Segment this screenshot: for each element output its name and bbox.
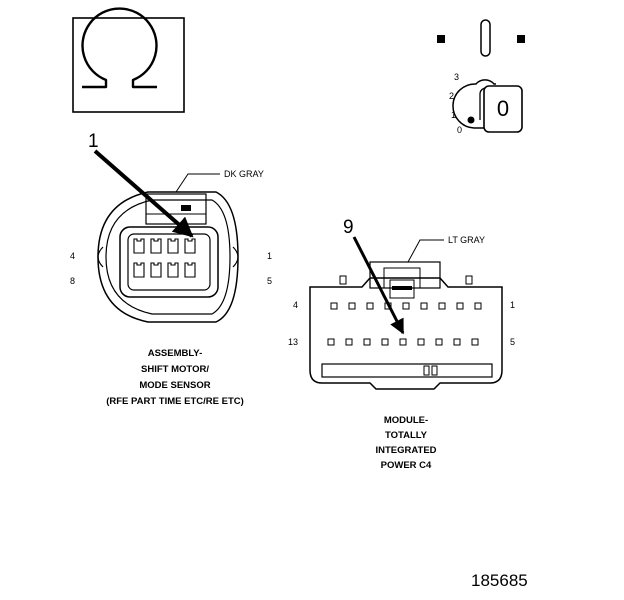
- connector2-terminal: [456, 302, 464, 310]
- connector2-terminal: [471, 338, 479, 346]
- connector1-terminal: [133, 238, 145, 254]
- dk-gray-label: DK GRAY: [224, 169, 264, 179]
- connector1-terminal: [133, 262, 145, 278]
- connector2-terminal: [399, 338, 407, 346]
- connector1-terminals: [133, 238, 196, 278]
- ignition-position-0: 0: [457, 125, 462, 135]
- connector2-caption-line3: INTEGRATED: [375, 445, 436, 456]
- connector2-terminal: [402, 302, 410, 310]
- connector2-terminal: [363, 338, 371, 346]
- connector2-caption-line2: TOTALLY: [385, 430, 428, 441]
- connector2-caption-line4: POWER C4: [381, 460, 432, 471]
- ignition-position-2: 2: [449, 91, 454, 101]
- connector2-terminal: [384, 302, 392, 310]
- connector2-terminals: [327, 302, 482, 346]
- ignition-position-3: 3: [454, 72, 459, 82]
- connector2-terminal: [366, 302, 374, 310]
- lt-gray-label: LT GRAY: [448, 235, 485, 245]
- connector1-pin-4: 4: [70, 251, 75, 261]
- tipm-c4-connector: 9 LT GRAY 4 13 1 5 MODULE- TOTALLY INTEG…: [288, 217, 515, 471]
- connector2-terminal: [348, 302, 356, 310]
- ignition-key-label: 0: [497, 96, 509, 121]
- connector1-terminal: [150, 262, 162, 278]
- connector1-terminal: [167, 262, 179, 278]
- connector1-pin-8: 8: [70, 276, 75, 286]
- connector2-terminal: [438, 302, 446, 310]
- ohmmeter-icon: [72, 7, 185, 113]
- connector1-terminal: [167, 238, 179, 254]
- ignition-position-1: 1: [451, 110, 456, 120]
- connector2-terminal: [453, 338, 461, 346]
- connector2-terminal: [327, 338, 335, 346]
- connector2-pin-1: 1: [510, 300, 515, 310]
- shift-motor-connector: 1 DK GRAY 4 8 1 5 ASSEMBLY- SHIFT MOTOR/…: [70, 131, 272, 407]
- ignition-key-icon: 0 3 2 1 0: [437, 19, 525, 135]
- connector1-caption-line2: SHIFT MOTOR/: [141, 364, 209, 375]
- connector2-terminal: [330, 302, 338, 310]
- connector1-pin-5: 5: [267, 276, 272, 286]
- connector1-caption-line1: ASSEMBLY-: [148, 348, 203, 359]
- connector1-terminal: [150, 238, 162, 254]
- connector2-pin-4: 4: [293, 300, 298, 310]
- connector2-terminal: [435, 338, 443, 346]
- connector2-terminal: [381, 338, 389, 346]
- connector1-terminal: [184, 238, 196, 254]
- connector2-caption-line1: MODULE-: [384, 415, 428, 426]
- connector2-terminal: [345, 338, 353, 346]
- connector1-pin-1: 1: [267, 251, 272, 261]
- figure-number: 185685: [471, 571, 528, 590]
- connector2-terminal: [417, 338, 425, 346]
- connector1-caption-line3: MODE SENSOR: [139, 380, 210, 391]
- connector2-terminal: [420, 302, 428, 310]
- callout-1: 1: [88, 131, 99, 152]
- connector2-pin-13: 13: [288, 337, 298, 347]
- callout-9: 9: [343, 217, 354, 238]
- connector1-terminal: [184, 262, 196, 278]
- connector2-terminal: [474, 302, 482, 310]
- connector1-caption-line4: (RFE PART TIME ETC/RE ETC): [106, 396, 244, 407]
- connector2-pin-5: 5: [510, 337, 515, 347]
